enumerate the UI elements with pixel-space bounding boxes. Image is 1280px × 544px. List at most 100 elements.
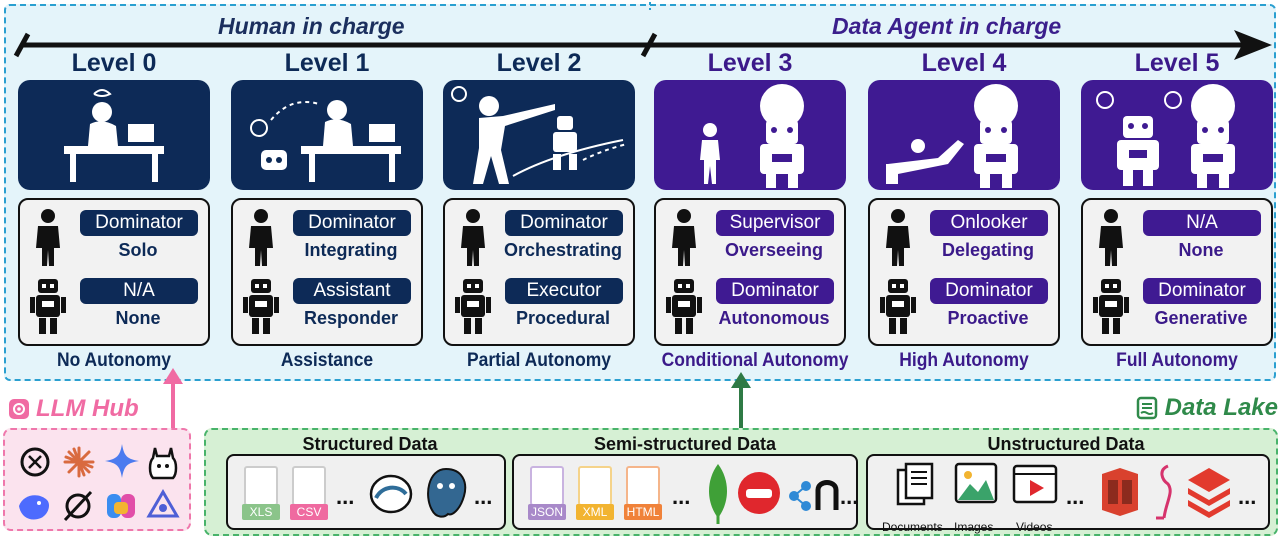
llm-hub-title: LLM Hub [8, 395, 139, 423]
csv-label: CSV [290, 504, 328, 520]
human-action-label: None [1178, 240, 1224, 260]
phase-human-label: Human in charge [218, 13, 405, 39]
human-role-row: N/A None [1083, 206, 1271, 268]
anthropic-icon [63, 446, 95, 478]
unstructured-ellipsis-2: ... [1238, 484, 1257, 509]
stack-icon [1188, 468, 1230, 518]
robot-icon [28, 276, 68, 336]
agent-role-row: Dominator Proactive [870, 274, 1058, 336]
llm-hub-label: LLM Hub [36, 395, 139, 422]
roles-box: N/A None Dominator Generative [1081, 198, 1273, 346]
human-role-row: Onlooker Delegating [870, 206, 1058, 268]
csv-file-icon: CSV [290, 466, 328, 524]
level-title: Level 3 [707, 49, 793, 77]
llm-hub-icon [9, 399, 29, 419]
json-file-icon: JSON [528, 466, 566, 524]
copilot-icon [107, 494, 135, 518]
level-illustration [18, 80, 210, 190]
autonomy-label: Partial Autonomy [466, 350, 612, 371]
xml-label: XML [576, 504, 614, 520]
autonomy-label: Full Autonomy [1116, 350, 1238, 371]
level-title: Level 0 [71, 49, 157, 77]
level-title: Level 2 [496, 49, 582, 77]
level-3-column: Level 3 Supervisor Overseeing Dominator … [654, 48, 848, 372]
structured-data-title: Structured Data [302, 434, 438, 454]
level-illustration [231, 80, 423, 190]
robot-icon [1091, 276, 1131, 336]
agent-action-label: Autonomous [718, 308, 830, 328]
level-title: Level 1 [284, 49, 370, 77]
images-caption: Images [954, 520, 994, 534]
agent-role-row: Dominator Autonomous [656, 274, 844, 336]
human-role-badge: Dominator [293, 210, 411, 236]
unstructured-ellipsis-1: ... [1066, 484, 1085, 509]
human-role-row: Dominator Integrating [233, 206, 421, 268]
agent-role-row: N/A None [20, 274, 208, 336]
roles-box: Dominator Orchestrating Executor Procedu… [443, 198, 635, 346]
html-file-icon: HTML [624, 466, 662, 524]
human-icon [664, 208, 704, 268]
human-action-label: Integrating [304, 240, 398, 260]
level-title: Level 5 [1134, 49, 1220, 77]
semi-structured-data-box: JSON XML HTML ... ... [512, 454, 858, 530]
human-icon [28, 208, 68, 268]
human-role-row: Dominator Solo [20, 206, 208, 268]
autonomy-levels-panel [4, 4, 1276, 381]
llm-hub-box [3, 428, 191, 531]
timeline-arrow [13, 2, 1272, 60]
semi-ellipsis-1: ... [672, 484, 691, 509]
postgresql-icon [427, 467, 467, 518]
human-action-label: Solo [118, 240, 158, 260]
llm-hub-arrow [163, 368, 183, 430]
roles-box: Onlooker Delegating Dominator Proactive [868, 198, 1060, 346]
agent-action-label: Responder [303, 308, 399, 328]
xls-label: XLS [242, 504, 280, 520]
images-icon [954, 462, 998, 504]
robot-icon [878, 276, 918, 336]
agent-action-label: Procedural [515, 308, 611, 328]
robot-icon [664, 276, 704, 336]
level-0-column: Level 0 Dominator Solo N/A None No Auton… [18, 48, 210, 372]
hdfs-icon [1156, 464, 1172, 520]
mongodb-icon [709, 464, 727, 524]
robot-icon [453, 276, 493, 336]
grok-icon [63, 490, 93, 522]
agent-role-row: Dominator Generative [1083, 274, 1271, 336]
html-label: HTML [624, 504, 662, 520]
level-title: Level 4 [921, 49, 1007, 77]
agent-role-badge: Dominator [1143, 278, 1261, 304]
human-role-row: Dominator Orchestrating [445, 206, 633, 268]
llama-icon [148, 447, 178, 480]
neo4j-icon [789, 480, 839, 511]
agent-role-badge: Dominator [716, 278, 834, 304]
gemini-icon [105, 444, 139, 478]
autonomy-label: No Autonomy [57, 350, 171, 371]
human-icon [878, 208, 918, 268]
roles-box: Dominator Solo N/A None [18, 198, 210, 346]
data-lake-icon [1136, 396, 1157, 420]
documents-icon [896, 462, 934, 506]
roles-box: Supervisor Overseeing Dominator Autonomo… [654, 198, 846, 346]
level-illustration [1081, 80, 1273, 190]
xls-file-icon: XLS [242, 466, 280, 524]
s3-icon [1102, 468, 1138, 516]
robot-icon [241, 276, 281, 336]
human-role-badge: Dominator [505, 210, 623, 236]
json-label: JSON [528, 504, 566, 520]
zhipu-icon [146, 489, 180, 518]
agent-action-label: None [115, 308, 161, 328]
human-action-label: Overseeing [724, 240, 824, 260]
level-4-column: Level 4 Onlooker Delegating Dominator Pr… [868, 48, 1060, 372]
llm-icons [19, 444, 180, 522]
human-action-label: Orchestrating [503, 240, 623, 260]
autonomy-label: Assistance [280, 350, 374, 371]
unstructured-data-title: Unstructured Data [987, 434, 1145, 454]
phase-agent-label: Data Agent in charge [832, 13, 1062, 39]
human-role-row: Supervisor Overseeing [656, 206, 844, 268]
level-5-column: Level 5 N/A None Dominator Generative Fu… [1081, 48, 1273, 372]
level-illustration [654, 80, 846, 190]
structured-ellipsis-2: ... [474, 484, 493, 509]
videos-icon [1012, 464, 1058, 504]
level-illustration [868, 80, 1060, 190]
agent-action-label: Proactive [947, 308, 1029, 328]
